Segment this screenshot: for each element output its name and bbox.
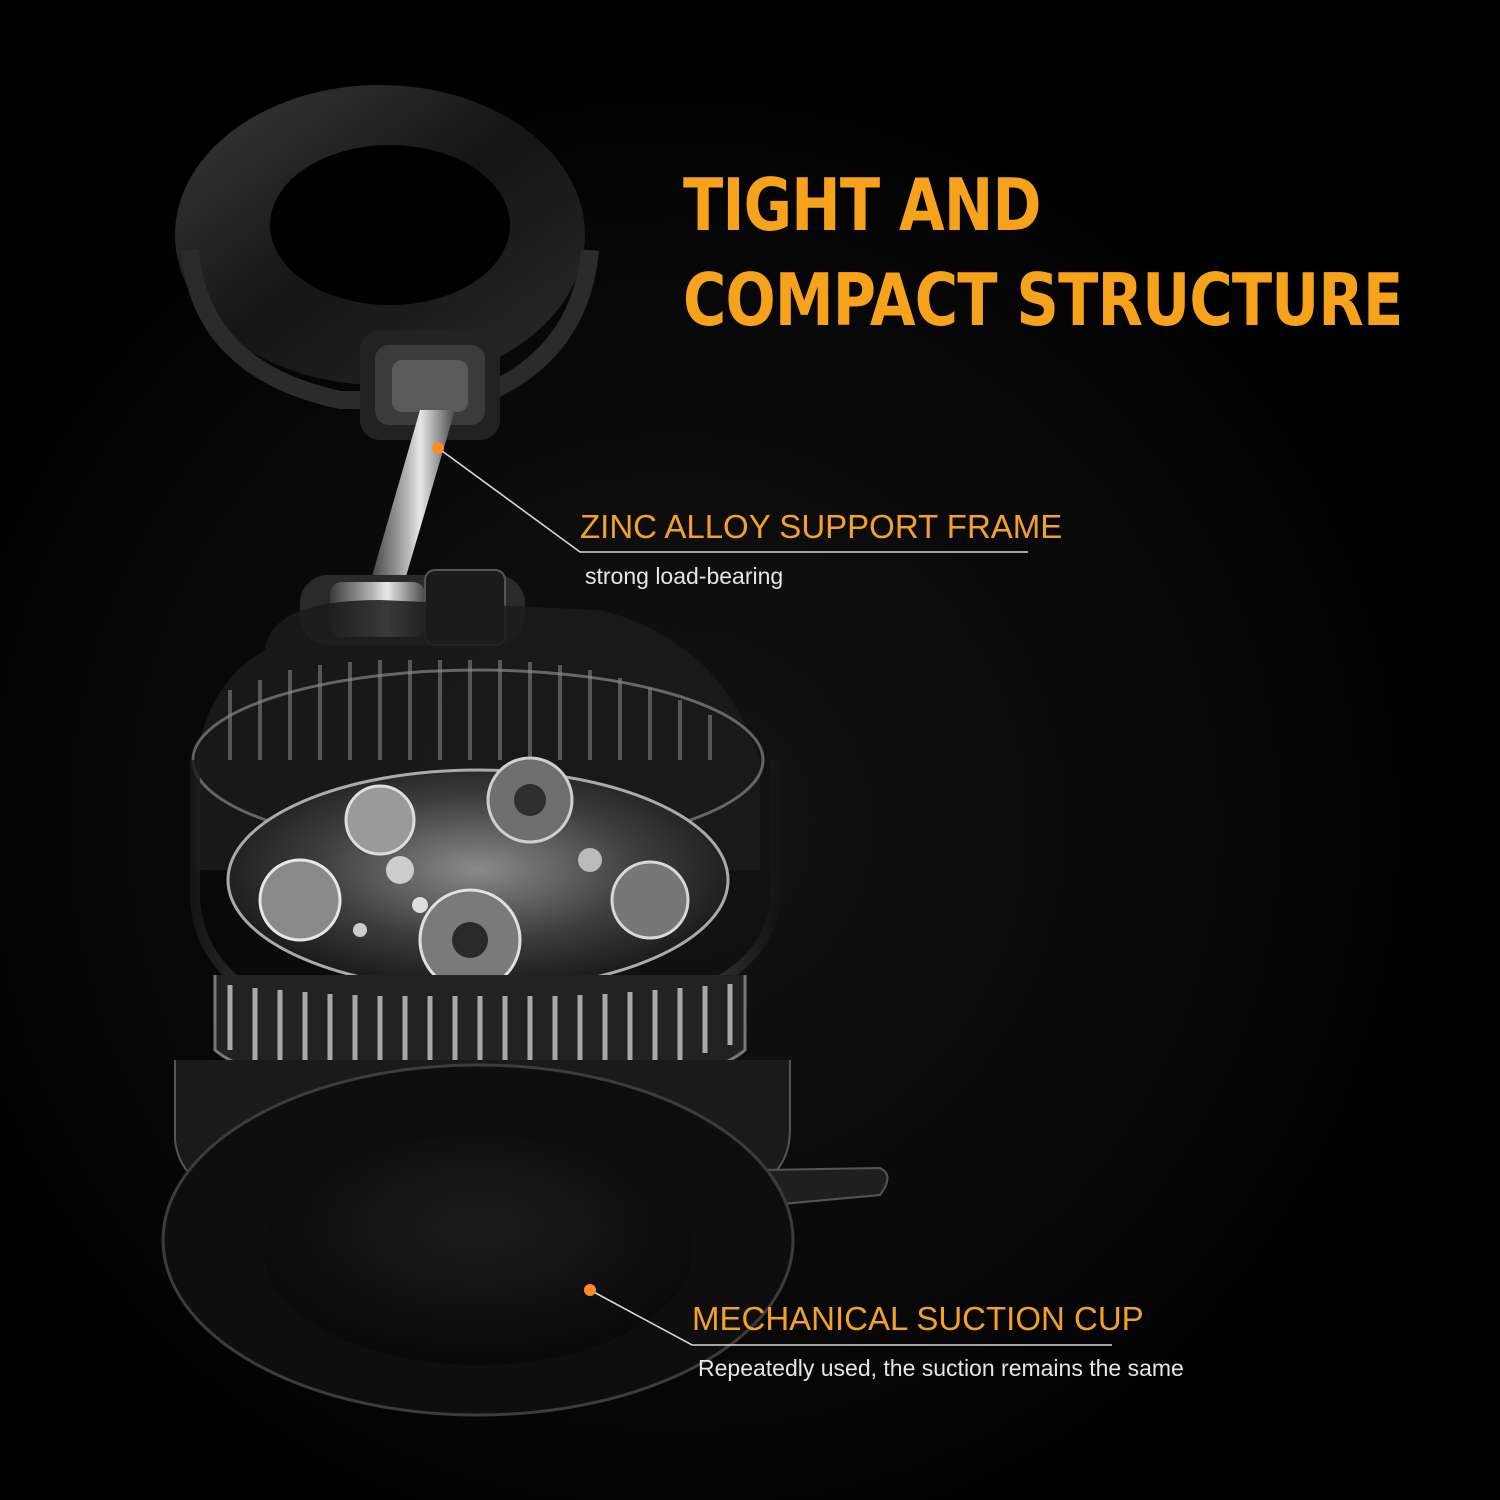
ball-joint-ring	[175, 85, 599, 440]
cup-callout-title: MECHANICAL SUCTION CUP	[692, 1300, 1144, 1337]
support-arm	[368, 410, 455, 590]
zinc-callout-title: ZINC ALLOY SUPPORT FRAME	[580, 508, 1063, 545]
zinc-marker-dot	[432, 442, 444, 454]
zinc-callout-subtitle: strong load-bearing	[585, 563, 784, 589]
zinc-callout-line	[437, 447, 1028, 553]
gear-mechanism	[226, 756, 730, 992]
headline-line-1: TIGHT AND	[683, 163, 1041, 247]
callout-lines	[437, 447, 1112, 1346]
headline: TIGHT AND COMPACT STRUCTURE	[683, 158, 1403, 348]
headline-line-2: COMPACT STRUCTURE	[683, 258, 1403, 342]
cup-callout-subtitle: Repeatedly used, the suction remains the…	[698, 1355, 1184, 1381]
cup-callout-line	[589, 1289, 1112, 1346]
suction-cup	[161, 1060, 889, 1417]
cup-marker-dot	[584, 1284, 596, 1296]
